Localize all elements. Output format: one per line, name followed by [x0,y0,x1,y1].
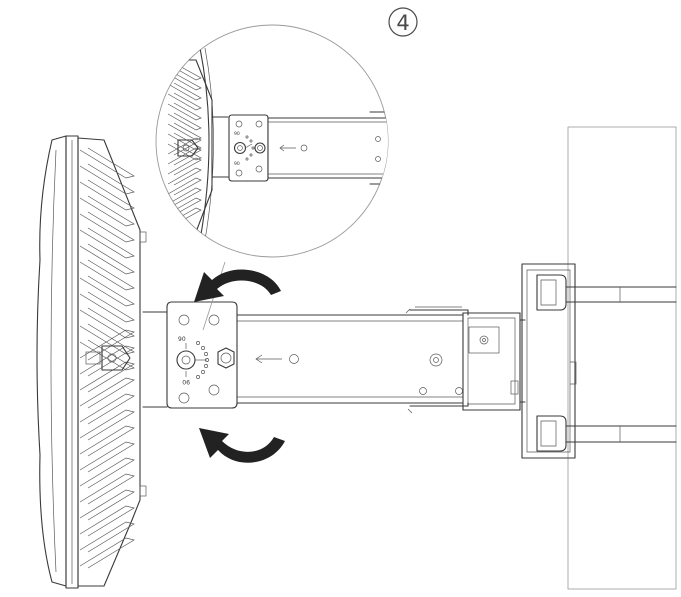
heat-sink-fin [79,441,135,473]
mounting-pole [567,126,677,590]
heat-sink-fin [79,195,135,227]
heat-sink-fin [79,227,135,259]
heat-sink-fin [79,489,135,521]
inset-heat-sink-fin [167,167,202,186]
heat-sink-fin [79,377,135,409]
dial-label-bottom: 90 [182,378,190,385]
heat-sink-fin [79,339,135,371]
step-number-badge: 4 [388,7,418,37]
inset-heat-sink-fin [167,102,202,121]
sliding-arm [229,306,526,414]
floodlight-fixture [36,135,147,589]
inset-heat-sink-fin [167,82,202,101]
heat-sink-fins [79,147,135,569]
inset-heat-sink-fin [167,157,202,176]
inset-heat-sink-fins [167,62,202,226]
heat-sink-fin [79,409,135,441]
step-number: 4 [396,11,409,35]
heat-sink-fin [79,537,135,569]
inset-heat-sink-fin [167,177,202,196]
dial-label-top: 90 [178,336,186,343]
heat-sink-fin [79,307,135,339]
heat-sink-fin [79,291,135,323]
inset-heat-sink-fin [167,72,202,91]
inset-heat-sink-fin [167,137,202,156]
inset-heat-sink-fin [167,187,202,206]
heat-sink-fin [79,323,135,355]
inset-dial-label-bottom: 90 [234,161,240,167]
heat-sink-fin [79,179,135,211]
detail-magnifier-inset: 90 90 [155,24,389,258]
inset-heat-sink-fin [167,112,202,131]
heat-sink-fin [79,457,135,489]
inset-heat-sink-fin [167,62,202,81]
angle-dial-scale: 90 90 [178,336,209,385]
rotate-counterclockwise-arrow-icon [194,269,281,302]
inset-heat-sink-fin [167,197,202,216]
heat-sink-fin [79,163,135,195]
heat-sink-fin [79,361,135,393]
heat-sink-fin [79,425,135,457]
heat-sink-fin [79,259,135,291]
heat-sink-fin [79,147,135,179]
heat-sink-fin [79,329,135,361]
heat-sink-fin [79,505,135,537]
inset-dial-label-top: 90 [234,131,240,137]
heat-sink-fin [79,521,135,553]
rotate-clockwise-arrow-icon [199,428,285,463]
heat-sink-fin [79,211,135,243]
locking-bolt [217,347,235,369]
heat-sink-fin [79,243,135,275]
inset-heat-sink-fin [167,92,202,111]
heat-sink-fin [79,473,135,505]
heat-sink-fin [79,275,135,307]
heat-sink-fin [79,393,135,425]
heat-sink-fin [79,345,135,377]
pole-mount-bracket [521,263,677,459]
tilt-adjustment-plate: 90 90 [166,261,238,409]
